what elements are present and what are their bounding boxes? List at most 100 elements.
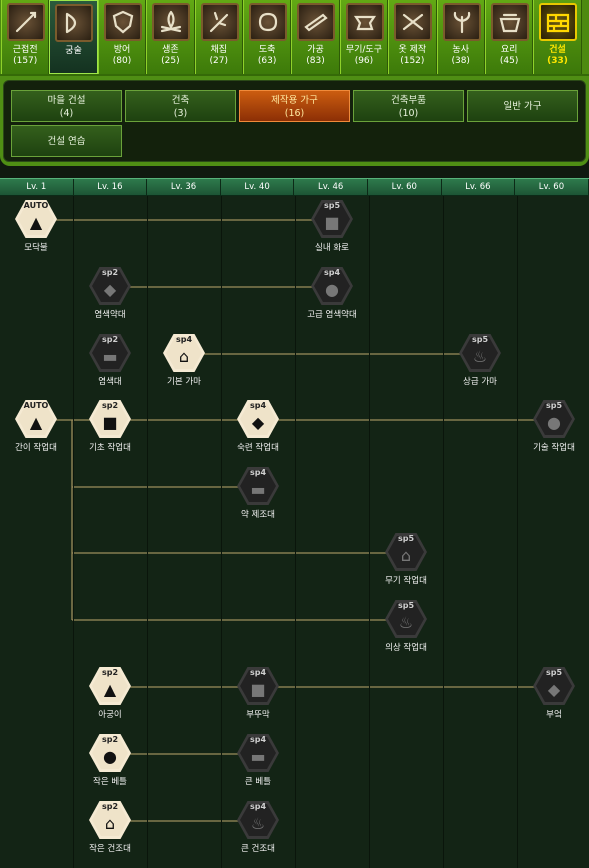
tab-anvil[interactable]: 무기/도구(96) xyxy=(339,0,389,74)
sword-icon xyxy=(7,3,45,41)
meat-icon xyxy=(248,3,287,41)
skill-node-label: 의상 작업대 xyxy=(385,643,427,653)
skill-cost-badge: sp4 xyxy=(249,802,267,811)
skill-node[interactable]: ♨ sp5 xyxy=(459,334,501,374)
skill-node[interactable]: ◆ sp5 xyxy=(533,667,575,707)
skill-node[interactable]: ●sp4 xyxy=(311,267,353,307)
skill-cost-badge: sp2 xyxy=(101,668,119,677)
tab-scissors[interactable]: 옷 제작(152) xyxy=(388,0,437,74)
tab-pot[interactable]: 요리(45) xyxy=(484,0,534,74)
skill-cost-badge: sp5 xyxy=(397,601,415,610)
skill-node-label: 염색대 xyxy=(98,377,122,387)
tab-branch[interactable]: 채집(27) xyxy=(194,0,243,74)
tab-meat[interactable]: 도축(63) xyxy=(242,0,292,74)
skill-node[interactable]: ◆sp4 xyxy=(237,400,279,440)
skill-node[interactable]: ♨ sp4 xyxy=(237,801,279,841)
tab-label: 생존 xyxy=(162,45,179,55)
skill-node[interactable]: ◆sp2 xyxy=(89,267,131,307)
furniture-icon: ▲ xyxy=(103,679,117,699)
furniture-icon: ♨ xyxy=(398,612,414,632)
tab-label: 농사 xyxy=(452,45,469,55)
skill-cost-badge: sp4 xyxy=(175,335,193,344)
skill-node[interactable]: ♨ sp5 xyxy=(385,600,427,640)
skill-cost-badge: sp5 xyxy=(545,668,563,677)
skill-cost-badge: sp5 xyxy=(323,201,341,210)
subtab-crafting-furniture[interactable]: 제작용 가구(16) xyxy=(239,90,350,122)
subtab-village-build[interactable]: 마을 건설(4) xyxy=(11,90,122,122)
furniture-icon: ♨ xyxy=(472,346,488,366)
level-column-header: Lv. 66 xyxy=(442,179,516,195)
skill-node-label: 간이 작업대 xyxy=(15,443,57,453)
furniture-icon: ♨ xyxy=(250,813,266,833)
skill-node[interactable]: ▲AUTO xyxy=(15,200,57,240)
skill-node[interactable]: ●sp2 xyxy=(89,734,131,774)
pot-icon xyxy=(490,3,529,41)
skill-node-label: 염색약대 xyxy=(94,310,126,320)
skill-node[interactable]: ▲ sp2 xyxy=(89,667,131,707)
tab-label: 궁술 xyxy=(65,46,82,56)
skill-node[interactable]: ■sp4 xyxy=(237,667,279,707)
tab-label: 옷 제작 xyxy=(398,45,427,55)
furniture-icon: ◆ xyxy=(547,679,561,699)
skill-node[interactable]: ⌂sp2 xyxy=(89,801,131,841)
column-divider xyxy=(369,196,370,868)
skill-node[interactable]: ⌂sp5 xyxy=(385,533,427,573)
column-divider xyxy=(147,196,148,868)
skill-node[interactable]: ⌂sp4 xyxy=(163,334,205,374)
subcategory-panel: 마을 건설(4) 건축(3) 제작용 가구(16) 건축부품(10) 일반 가구… xyxy=(0,74,589,166)
subtab-building-parts[interactable]: 건축부품(10) xyxy=(353,90,464,122)
furniture-icon: ▬ xyxy=(250,479,266,499)
skill-cost-badge: sp4 xyxy=(249,401,267,410)
skill-cost-badge: sp2 xyxy=(101,335,119,344)
level-column-header: Lv. 60 xyxy=(368,179,442,195)
skill-cost-badge: sp4 xyxy=(249,668,267,677)
skill-node-label: 고급 염색약대 xyxy=(307,310,357,320)
tab-bow[interactable]: 궁술 xyxy=(49,0,98,74)
furniture-icon: ■ xyxy=(102,412,118,432)
tab-count: (83) xyxy=(306,56,325,66)
skill-node-label: 작은 베틀 xyxy=(93,777,127,787)
tab-count: (157) xyxy=(13,56,38,66)
tab-label: 무기/도구 xyxy=(345,45,382,55)
skill-node-label: 큰 베틀 xyxy=(244,777,272,787)
furniture-icon: ■ xyxy=(324,212,340,232)
skill-node-label: 무기 작업대 xyxy=(385,576,427,586)
tab-log[interactable]: 가공(83) xyxy=(291,0,340,74)
level-column-header: Lv. 60 xyxy=(515,179,589,195)
subtab-architecture[interactable]: 건축(3) xyxy=(125,90,236,122)
skill-node[interactable]: ■ sp5 xyxy=(311,200,353,240)
skill-cost-badge: sp2 xyxy=(101,802,119,811)
tab-plant[interactable]: 농사(38) xyxy=(436,0,485,74)
tab-count: (63) xyxy=(257,56,277,66)
skill-cost-badge: sp4 xyxy=(249,735,267,744)
tab-count: (25) xyxy=(161,56,180,66)
skill-cost-badge: sp5 xyxy=(397,534,415,543)
skill-node-label: 모닥불 xyxy=(24,243,48,253)
furniture-icon: ● xyxy=(103,746,117,766)
skill-cost-badge: sp4 xyxy=(249,468,267,477)
tab-shield[interactable]: 방어(80) xyxy=(97,0,147,74)
skill-node[interactable]: ●sp5 xyxy=(533,400,575,440)
furniture-icon: ▲ xyxy=(29,412,43,432)
skill-node-label: 부엌 xyxy=(546,710,562,720)
tab-count: (80) xyxy=(112,56,132,66)
subtab-general-furniture[interactable]: 일반 가구 xyxy=(467,90,578,122)
tab-campfire[interactable]: 생존(25) xyxy=(146,0,195,74)
skill-node[interactable]: ▲AUTO xyxy=(15,400,57,440)
furniture-icon: ▬ xyxy=(102,346,118,366)
tab-bricks[interactable]: 건설(33) xyxy=(533,0,582,74)
furniture-icon: ◆ xyxy=(103,279,117,299)
skill-node[interactable]: ▬sp4 xyxy=(237,734,279,774)
bricks-icon xyxy=(539,3,578,41)
tab-count: (38) xyxy=(451,56,470,66)
skill-node[interactable]: ▬ sp2 xyxy=(89,334,131,374)
tab-sword[interactable]: 근접전(157) xyxy=(1,0,50,74)
skill-node-label: 숙련 작업대 xyxy=(237,443,279,453)
tab-label: 도축 xyxy=(258,45,276,55)
subtab-build-practice[interactable]: 건설 연습 xyxy=(11,125,122,157)
skill-cost-badge: sp5 xyxy=(471,335,489,344)
skill-node[interactable]: ■ sp2 xyxy=(89,400,131,440)
skill-cost-badge: sp2 xyxy=(101,401,119,410)
skill-node[interactable]: ▬ sp4 xyxy=(237,467,279,507)
